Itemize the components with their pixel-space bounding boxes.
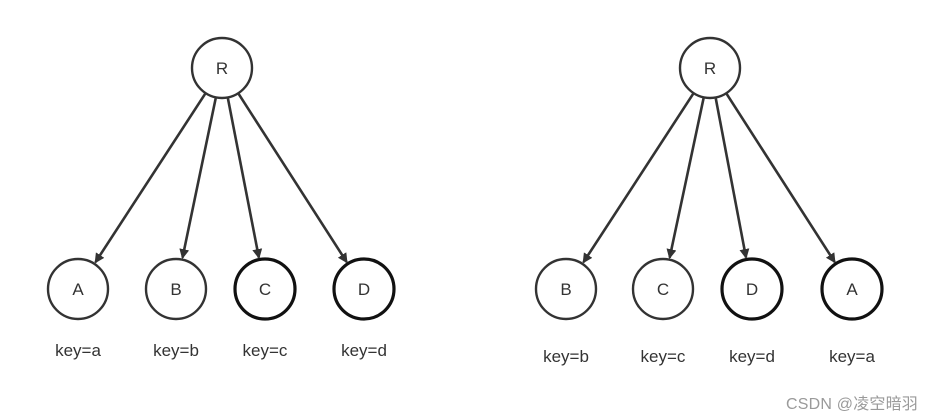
- tree2-key-label-d: key=d: [729, 347, 775, 366]
- tree1-key-label-a: key=a: [55, 341, 101, 360]
- tree2-node-b-label: B: [560, 280, 571, 299]
- tree1-node-b-circle: [144, 257, 208, 321]
- edges-layer: [94, 93, 836, 264]
- tree2-root-circle: [678, 36, 742, 100]
- tree2-node-b: B: [534, 257, 598, 321]
- tree1-node-c-circle: [233, 257, 297, 321]
- tree1-node-d: D: [332, 257, 396, 321]
- tree1-key-label-d: key=d: [341, 341, 387, 360]
- tree2-edge-r-to-d: [714, 98, 750, 260]
- tree2-key-label-c: key=c: [641, 347, 686, 366]
- tree1-edge-r-to-b: [179, 98, 217, 260]
- tree1-edge-r-to-c: [226, 98, 263, 260]
- tree1-node-b: B: [144, 257, 208, 321]
- tree1-node-d-label: D: [358, 280, 370, 299]
- tree2-key-label-b: key=b: [543, 347, 589, 366]
- tree2-edge-r-to-c: [666, 98, 705, 260]
- tree1-node-a-circle: [46, 257, 110, 321]
- tree2-node-c-circle: [631, 257, 695, 321]
- watermark-text: CSDN @凌空暗羽: [785, 396, 918, 413]
- tree1-root-circle: [190, 36, 254, 100]
- tree2-node-a-circle: [820, 257, 884, 321]
- tree1-node-c-label: C: [259, 280, 271, 299]
- tree1-key-label-c: key=c: [243, 341, 288, 360]
- tree2-node-d-circle: [720, 257, 784, 321]
- tree1-edge-r-to-a: [94, 93, 207, 264]
- tree2-root-node: R: [678, 36, 742, 100]
- tree2-node-b-circle: [534, 257, 598, 321]
- tree2-node-d-label: D: [746, 280, 758, 299]
- tree2-node-c: C: [631, 257, 695, 321]
- tree2-node-a: A: [820, 257, 884, 321]
- tree1-root-label: R: [216, 59, 228, 78]
- tree1-root-node: R: [190, 36, 254, 100]
- tree1-node-d-circle: [332, 257, 396, 321]
- tree1-node-b-label: B: [170, 280, 181, 299]
- tree2-edge-r-to-b: [582, 93, 695, 264]
- tree2-root-label: R: [704, 59, 716, 78]
- tree2-edge-r-to-a: [725, 93, 836, 264]
- tree1-node-a-label: A: [72, 280, 84, 299]
- tree1-edge-r-to-d: [237, 93, 348, 264]
- tree1-node-a: A: [46, 257, 110, 321]
- tree2-node-a-label: A: [846, 280, 858, 299]
- tree1-node-c: C: [233, 257, 297, 321]
- tree1-key-label-b: key=b: [153, 341, 199, 360]
- tree2-key-label-a: key=a: [829, 347, 875, 366]
- tree2-node-c-label: C: [657, 280, 669, 299]
- tree2-node-d: D: [720, 257, 784, 321]
